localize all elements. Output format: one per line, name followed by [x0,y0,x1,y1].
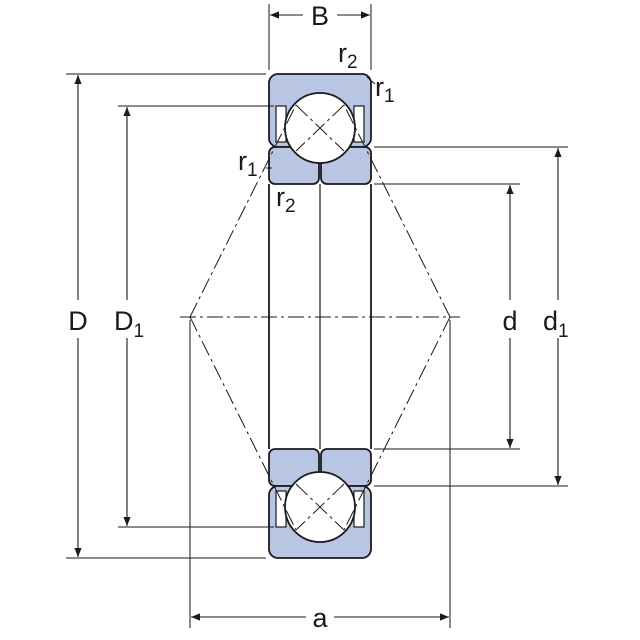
dimension-lines [74,11,562,621]
label-B: B [311,1,329,31]
label-r2-top: r2 [338,38,358,73]
dimension-labels: B D D1 d d1 a r2 r1 r1 r2 [68,1,568,633]
label-r1-top: r1 [375,72,395,107]
top-bearing-section [268,73,372,185]
label-d1: d1 [543,306,569,342]
label-a: a [312,603,328,633]
load-line-1 [189,104,297,318]
label-D: D [68,306,88,336]
load-line-4 [343,316,451,531]
label-d: d [502,306,517,336]
bottom-bearing-section [268,448,372,559]
label-D1: D1 [114,306,144,342]
load-line-3 [189,316,297,531]
extension-lines [66,4,568,628]
label-r2-inner: r2 [276,182,296,217]
center-lines [180,104,460,531]
label-r1-inner: r1 [238,146,258,181]
load-line-2 [343,104,451,318]
